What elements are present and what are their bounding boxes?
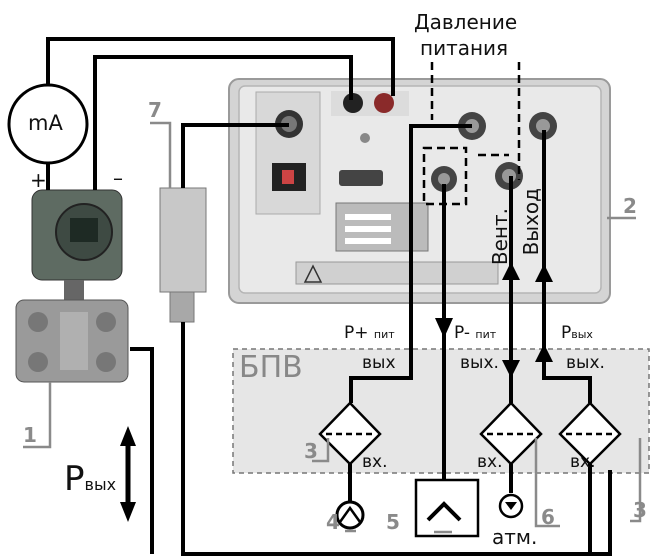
device-panel — [229, 79, 610, 303]
callout-2: 2 — [623, 196, 637, 216]
port-out-2: вых. — [460, 355, 499, 372]
output-label: Выход — [521, 188, 541, 255]
port-in-1: вх. — [362, 454, 387, 471]
supply-label-line1: Давление — [414, 12, 517, 32]
port-in-2: вх. — [477, 454, 502, 471]
bpv-title: БПВ — [239, 353, 303, 383]
ammeter-plus: + — [30, 170, 47, 190]
ammeter-minus: – — [113, 168, 123, 188]
callout-7: 7 — [148, 100, 162, 120]
port-out-1: вых — [362, 355, 396, 372]
callout-1: 1 — [23, 425, 37, 445]
callout-5: 5 — [386, 512, 400, 532]
p-minus-label: P- пит — [454, 325, 496, 342]
power-adapter — [160, 188, 206, 322]
atm-label: атм. — [492, 527, 537, 547]
transmitter — [16, 190, 128, 382]
callout-4: 4 — [326, 512, 340, 532]
vent-label: Вент. — [490, 208, 510, 265]
callout-6: 6 — [541, 507, 555, 527]
pressure-out-label: Рвых — [64, 462, 116, 496]
supply-label-line2: питания — [420, 38, 508, 58]
port-in-3: вх. — [570, 454, 595, 471]
callout-3b: 3 — [633, 500, 647, 520]
p-out-label: Pвых — [561, 325, 593, 342]
p-plus-label: P+ пит — [344, 325, 395, 342]
port-out-3: вых. — [566, 355, 605, 372]
ammeter-label: mA — [28, 113, 63, 134]
callout-3a: 3 — [304, 441, 318, 461]
